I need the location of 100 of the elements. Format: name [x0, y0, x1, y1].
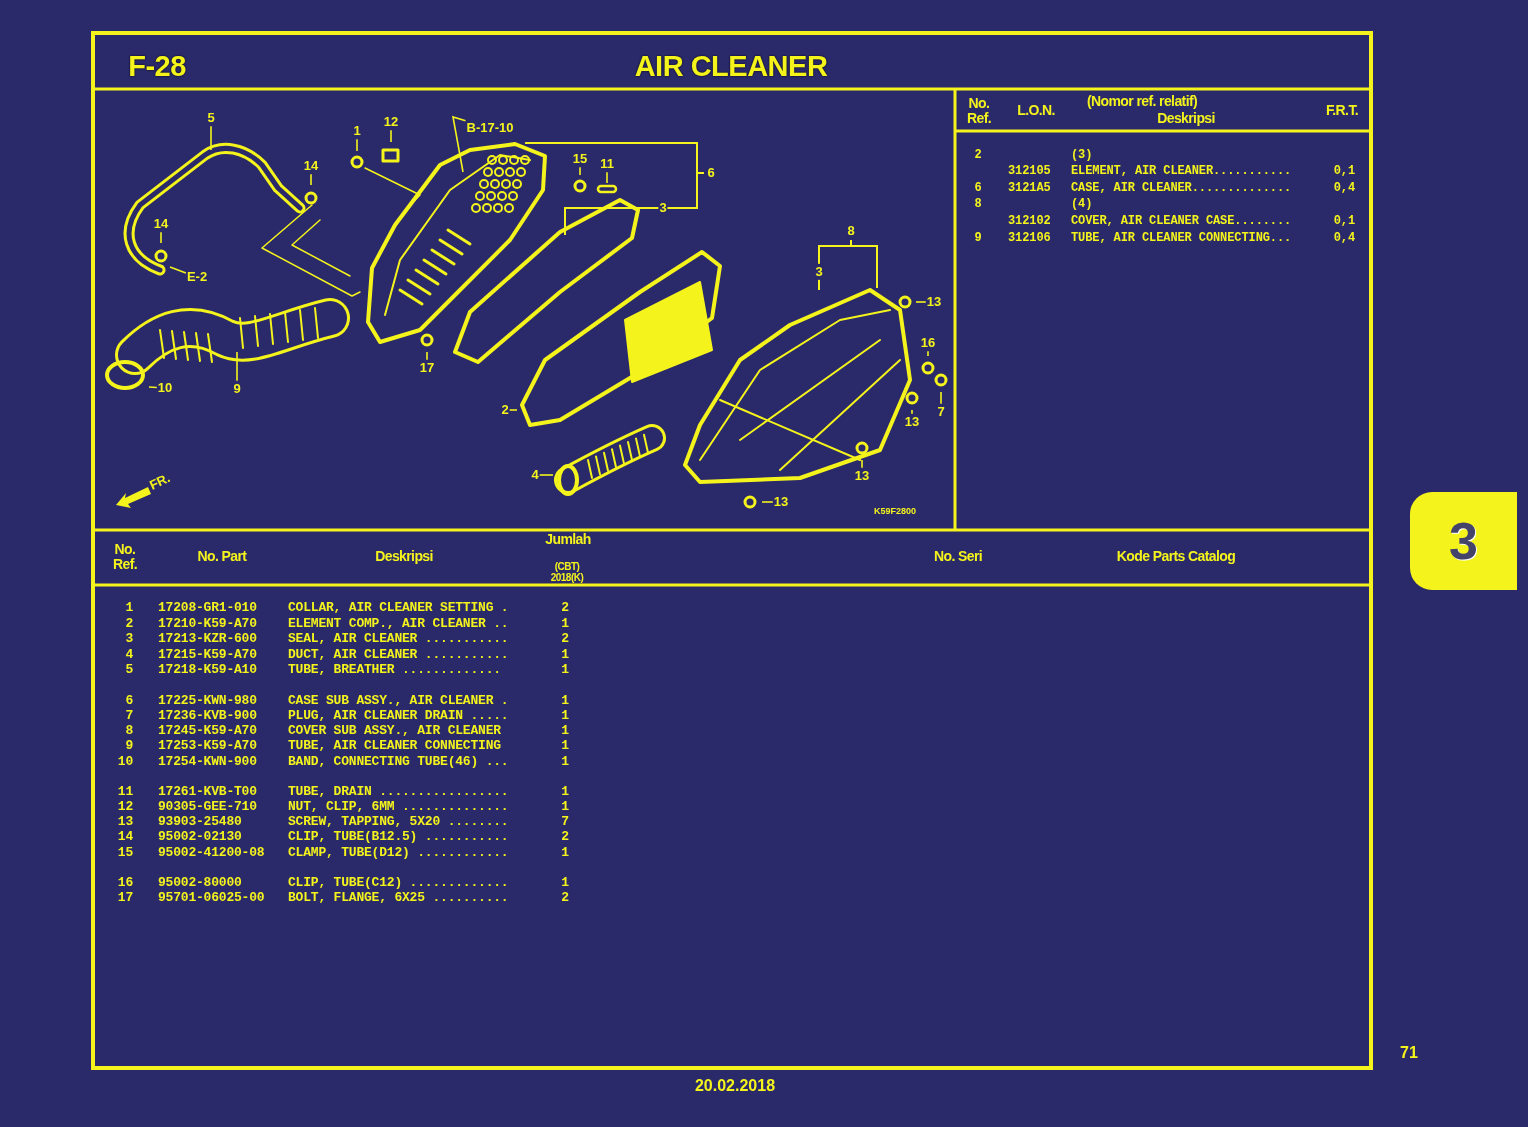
- leader-line: [160, 231, 162, 244]
- leader-line: [210, 125, 212, 151]
- table-cell: CLAMP, TUBE(D12) ............: [288, 845, 509, 861]
- callout-number: 1: [352, 122, 362, 140]
- table-cell: 7: [125, 708, 133, 724]
- leader-line: [390, 129, 392, 143]
- leader-line: [915, 301, 927, 303]
- table-cell: 1: [561, 616, 569, 632]
- leader-line: [579, 166, 581, 176]
- table-cell: 312106: [1008, 232, 1051, 246]
- table-cell: 1: [125, 600, 133, 616]
- callout-number: 17: [418, 359, 436, 377]
- callout-number: 11: [599, 155, 615, 173]
- table-cell: 13: [117, 814, 133, 830]
- leader-line: [861, 459, 863, 469]
- table-cell: TUBE, AIR CLEANER CONNECTING...: [1071, 232, 1292, 246]
- table-cell: PLUG, AIR CLEANER DRAIN .....: [288, 708, 509, 724]
- table-cell: TUBE, BREATHER .............: [288, 662, 501, 678]
- table-cell: 17236-KVB-900: [158, 708, 257, 724]
- table-cell: 2: [561, 890, 569, 906]
- table-cell: ELEMENT, AIR CLEANER...........: [1071, 165, 1292, 179]
- table-cell: 93903-25480: [158, 814, 242, 830]
- table-cell: 1: [561, 845, 569, 861]
- table-cell: 2: [125, 616, 133, 632]
- table-cell: 17215-K59-A70: [158, 647, 257, 663]
- table-cell: 17: [117, 890, 133, 906]
- table-cell: 1: [561, 647, 569, 663]
- table-cell: 312105: [1008, 165, 1051, 179]
- table-cell: NUT, CLIP, 6MM ..............: [288, 799, 509, 815]
- callout-number: 2: [500, 401, 510, 419]
- leader-line: [508, 409, 518, 411]
- table-cell: 2: [561, 631, 569, 647]
- leader-line: [452, 115, 467, 173]
- figure-number: F-28: [128, 51, 186, 83]
- leader-line: [148, 386, 158, 389]
- table-cell: 17208-GR1-010: [158, 600, 257, 616]
- table-cell: CLIP, TUBE(C12) .............: [288, 875, 509, 891]
- callout-number: 5: [206, 109, 216, 127]
- column-header: 2018(K): [550, 571, 584, 583]
- table-cell: 12: [117, 799, 133, 815]
- table-cell: DUCT, AIR CLEANER ...........: [288, 647, 509, 663]
- table-cell: 5: [125, 662, 133, 678]
- column-header: Deskripsi: [1157, 111, 1215, 127]
- table-cell: COLLAR, AIR CLEANER SETTING .: [288, 600, 509, 616]
- table-cell: CLIP, TUBE(B12.5) ...........: [288, 829, 509, 845]
- table-cell: 1: [561, 723, 569, 739]
- table-cell: 8: [125, 723, 133, 739]
- callout-number: 13: [925, 293, 943, 311]
- table-cell: COVER, AIR CLEANER CASE........: [1071, 215, 1292, 229]
- table-cell: (3): [1071, 149, 1093, 163]
- column-header: No. Part: [197, 549, 247, 565]
- leader-line: [310, 173, 312, 186]
- leader-line: [538, 474, 554, 476]
- callout-number: B-17-10: [465, 119, 515, 137]
- column-header: F.R.T.: [1325, 103, 1359, 119]
- table-cell: 15: [117, 845, 133, 861]
- table-cell: 17218-K59-A10: [158, 662, 257, 678]
- table-cell: 17253-K59-A70: [158, 738, 257, 754]
- table-cell: 17210-K59-A70: [158, 616, 257, 632]
- page-number: 71: [1400, 1044, 1418, 1062]
- callout-number: 16: [919, 334, 937, 352]
- table-cell: 4: [125, 647, 133, 663]
- table-cell: 6: [125, 693, 133, 709]
- table-cell: 1: [561, 693, 569, 709]
- table-cell: 9: [125, 738, 133, 754]
- table-cell: 17213-KZR-600: [158, 631, 257, 647]
- table-cell: CASE SUB ASSY., AIR CLEANER .: [288, 693, 509, 709]
- table-cell: 1: [561, 799, 569, 815]
- table-cell: 3121A5: [1008, 182, 1051, 196]
- column-header: Jumlah: [545, 532, 591, 548]
- column-header: Deskripsi: [375, 549, 433, 565]
- table-cell: 1: [561, 784, 569, 800]
- table-cell: 312102: [1008, 215, 1051, 229]
- callout-number: 13: [903, 413, 921, 431]
- column-header: Kode Parts Catalog: [1116, 549, 1236, 565]
- table-cell: CASE, AIR CLEANER..............: [1071, 182, 1292, 196]
- table-cell: 2: [561, 600, 569, 616]
- column-header: No. Ref.: [111, 541, 139, 573]
- leader-line: [761, 501, 774, 503]
- callout-number: 3: [814, 263, 824, 281]
- table-cell: TUBE, DRAIN .................: [288, 784, 509, 800]
- callout-number: E-2: [185, 268, 209, 286]
- figure-code: K59F2800: [874, 507, 916, 517]
- table-cell: BOLT, FLANGE, 6X25 ..........: [288, 890, 509, 906]
- table-cell: 3: [125, 631, 133, 647]
- callout-number: 13: [853, 467, 871, 485]
- table-cell: TUBE, AIR CLEANER CONNECTING: [288, 738, 501, 754]
- direction-label: FR.: [146, 469, 174, 495]
- table-cell: 1: [561, 754, 569, 770]
- table-cell: 16: [117, 875, 133, 891]
- leader-line: [426, 351, 428, 361]
- callout-number: 10: [156, 379, 174, 397]
- table-cell: 17245-K59-A70: [158, 723, 257, 739]
- table-cell: 1: [561, 875, 569, 891]
- column-header: No. Ref.: [965, 95, 993, 127]
- leader-line: [606, 171, 608, 184]
- leader-line: [911, 409, 913, 415]
- leader-line: [927, 350, 929, 357]
- table-cell: 1: [561, 662, 569, 678]
- table-cell: 2: [974, 149, 982, 163]
